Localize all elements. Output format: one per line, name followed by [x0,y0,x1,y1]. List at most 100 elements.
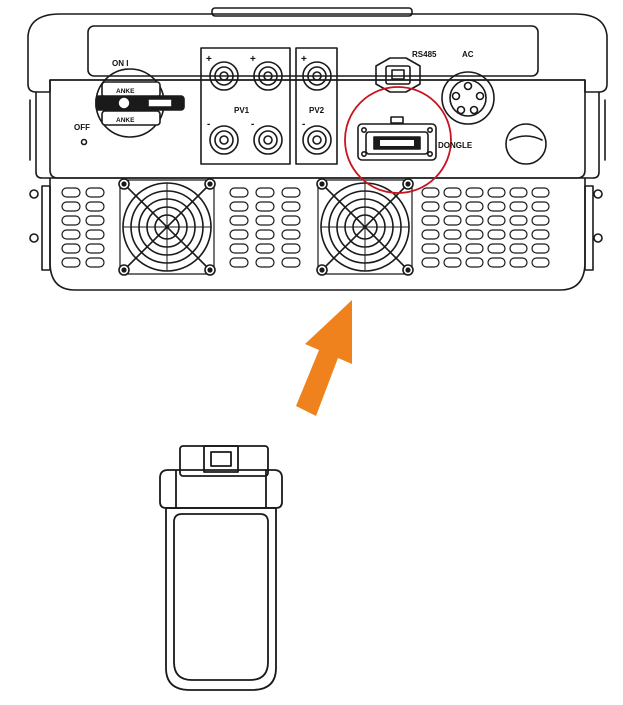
vent-slot [229,229,249,240]
on-label: ON I [112,59,128,68]
pv2-plus-sign: + [301,54,307,65]
vent-slots [61,187,550,268]
vent-slot [443,215,462,226]
vent-slot [487,229,506,240]
pv1-minus-a-sign: - [207,119,210,130]
bracket-bolt [593,233,603,243]
bracket-bolt [593,189,603,199]
vent-slot [465,243,484,254]
vent-slot [509,187,528,198]
vent-slot [61,187,81,198]
lid-top-rib [211,7,413,17]
vent-slot [281,257,301,268]
rs485-label: RS485 [412,50,437,59]
pv2-group-box [295,47,338,165]
pv1-group-box [200,47,291,165]
vent-slot [421,243,440,254]
vent-slot [465,215,484,226]
vent-slot [443,229,462,240]
vent-slot [421,215,440,226]
vent-slot [487,215,506,226]
vent-slot [443,243,462,254]
vent-slot [487,201,506,212]
bracket-bolt [29,233,39,243]
insert-direction-arrow [296,300,352,416]
switch-label-plate-bottom [101,110,161,126]
vent-plug [505,123,547,165]
vent-slot [255,215,275,226]
vent-slot [61,201,81,212]
vent-slot [281,201,301,212]
left-bracket [41,185,51,271]
bracket-bolt [29,189,39,199]
vent-slot [487,187,506,198]
vent-slot [421,257,440,268]
vent-slot [443,187,462,198]
vent-slot [229,187,249,198]
vent-slot [509,229,528,240]
vent-slot [85,243,105,254]
left-ear [35,91,51,179]
switch-bottom-label: ANKE [116,117,135,124]
switch-pivot [117,96,131,110]
vent-slot [531,229,550,240]
pv2-minus-sign: - [302,119,305,130]
rs485-port [375,57,421,93]
off-label: OFF [74,123,90,132]
vent-slot [443,201,462,212]
vent-slot [85,257,105,268]
pv2-label: PV2 [309,106,325,115]
off-indicator-dot [80,138,88,146]
ac-label: AC [462,50,474,59]
pv1-plus-connector-a [209,61,239,91]
pv2-plus-connector [302,61,332,91]
vent-slot [531,187,550,198]
vent-slot [443,257,462,268]
vent-slot [487,243,506,254]
vent-slot [531,215,550,226]
vent-slot [229,215,249,226]
pv1-label: PV1 [234,106,250,115]
vent-slot [509,215,528,226]
vent-slot [281,243,301,254]
vent-slot [255,229,275,240]
vent-slot [281,229,301,240]
right-bracket [584,185,594,271]
dongle-body-inner [173,513,269,681]
vent-slot [61,243,81,254]
vent-slot [531,243,550,254]
dongle-body [165,507,277,691]
vent-slot [465,187,484,198]
dongle-plug-latch [210,451,232,467]
vent-slot [85,229,105,240]
vent-slot [255,187,275,198]
pv2-minus-connector [302,125,332,155]
fan-left [118,178,216,276]
dc-switch [80,68,185,146]
vent-slot [465,201,484,212]
vent-slot [465,257,484,268]
switch-top-label: ANKE [116,88,135,95]
vent-slot [281,215,301,226]
pv1-plus-b-sign: + [250,54,256,65]
vent-slot [509,201,528,212]
fan-right [316,178,414,276]
inverter-lid [27,13,608,93]
vent-slot [531,201,550,212]
vent-slot [509,257,528,268]
vent-slot [509,243,528,254]
vent-slot [85,201,105,212]
wifi-dongle [159,445,283,691]
vent-slot [421,187,440,198]
vent-slot [85,215,105,226]
vent-slot [255,243,275,254]
pv1-minus-b-sign: - [251,119,254,130]
dongle-plug-tab [203,445,239,473]
dongle-neck [159,469,283,509]
vent-slot [421,201,440,212]
vent-slot [531,257,550,268]
pv1-plus-connector-b [253,61,283,91]
dongle-label: DONGLE [438,141,473,150]
